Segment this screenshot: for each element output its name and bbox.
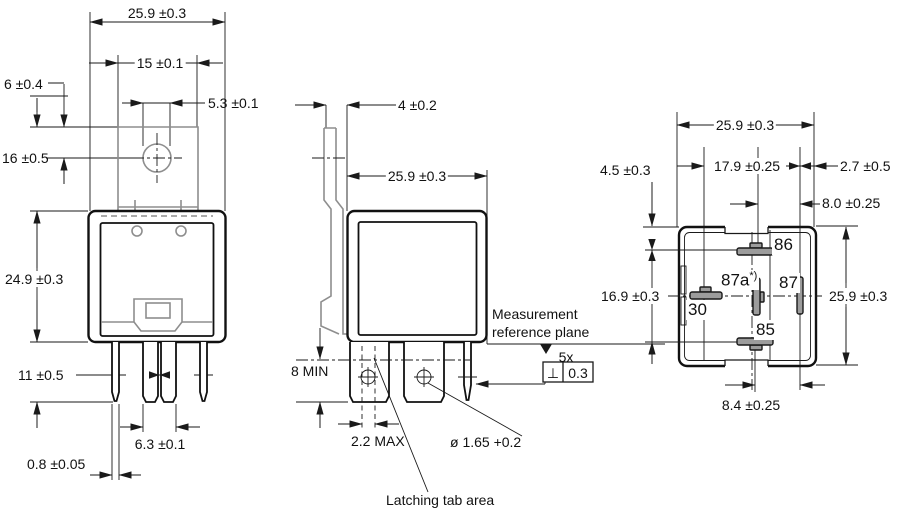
pin-label-87a: 87a*) <box>719 270 760 291</box>
relay-body-side <box>346 209 488 344</box>
rivet-right <box>175 225 187 237</box>
dim-front-hole-diameter: 5.3 ±0.1 <box>208 95 259 111</box>
dim-front-tab-width: 15 ±0.1 <box>134 55 186 72</box>
dim-front-blade-span: 6.3 ±0.1 <box>134 436 186 452</box>
pin-coil-left <box>111 342 120 402</box>
note-latching-tab-area: Latching tab area <box>386 492 495 508</box>
rivet-left <box>131 225 143 237</box>
pin-30 <box>689 291 723 300</box>
pin-label-87a-note: *) <box>749 270 758 282</box>
note-tolerance-value: 0.3 <box>568 365 588 381</box>
note-measurement-line1: Measurement <box>492 306 578 322</box>
pin-label-87: 87 <box>777 273 800 293</box>
dim-bottom-overall-height: 25.9 ±0.3 <box>827 288 890 305</box>
dim-front-tab-to-hole: 6 ±0.4 <box>4 76 43 92</box>
bottom-view <box>643 112 858 392</box>
pin-86 <box>736 247 774 256</box>
datum-triangle <box>540 344 552 354</box>
side-view <box>295 101 665 493</box>
dim-front-body-height: 24.9 ±0.3 <box>3 271 66 288</box>
dim-side-tab-offset: 4 ±0.2 <box>398 97 437 113</box>
dim-side-body-width: 25.9 ±0.3 <box>385 168 449 185</box>
dim-bottom-top-to-pin86: 4.5 ±0.3 <box>600 162 651 178</box>
dim-front-pin-thickness: 0.8 ±0.05 <box>27 456 86 472</box>
dim-front-pin-length: 11 ±0.5 <box>18 367 64 383</box>
pin-thin-side <box>463 342 472 401</box>
pin-label-30: 30 <box>686 300 709 320</box>
note-measurement-line2: reference plane <box>492 324 590 340</box>
note-tolerance-count: 5x <box>558 349 574 365</box>
blade-with-latch <box>349 342 390 403</box>
pin-label-86: 86 <box>772 235 795 255</box>
dim-side-pin-min-length: 8 MIN <box>291 363 329 379</box>
pin-coil-right <box>199 342 208 402</box>
dim-bottom-pin87a-to-87: 8.0 ±0.25 <box>822 195 881 211</box>
dim-front-hole-height: 16 ±0.5 <box>2 150 49 166</box>
dim-bottom-pin30-to-87: 17.9 ±0.25 <box>711 158 783 175</box>
dim-bottom-overall-width: 25.9 ±0.3 <box>713 117 777 134</box>
dim-bottom-pin86-to-85: 16.9 ±0.3 <box>599 288 662 305</box>
perpendicularity-icon: ⊥ <box>546 365 560 381</box>
dim-front-overall-width: 25.9 ±0.3 <box>125 5 189 22</box>
dim-side-pin-hole-diameter: ø 1.65 +0.2 <box>450 434 522 450</box>
front-view <box>30 12 227 480</box>
dim-bottom-pin85-to-87: 8.4 ±0.25 <box>721 397 781 413</box>
dim-bottom-pin87-to-edge: 2.7 ±0.5 <box>840 158 891 174</box>
dim-side-latch-width: 2.2 MAX <box>351 433 405 449</box>
feature-control-frame <box>542 361 594 383</box>
pin-label-85: 85 <box>754 320 777 340</box>
